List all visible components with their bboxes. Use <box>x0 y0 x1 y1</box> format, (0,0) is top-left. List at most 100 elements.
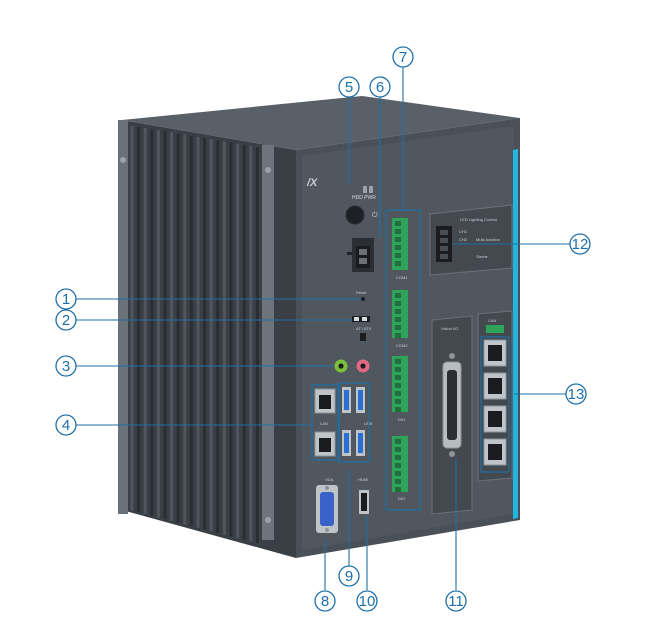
terminal-screw <box>395 399 401 404</box>
callout-6: 6 <box>369 76 391 98</box>
terminal-screw <box>395 479 401 484</box>
vision-io-screw <box>449 353 455 359</box>
callout-2: 2 <box>55 309 77 331</box>
callout-number: 9 <box>345 568 353 585</box>
vga-port-body <box>320 492 334 526</box>
usb-highlight-box <box>338 382 370 463</box>
callout-circle <box>55 288 77 310</box>
callout-number: 5 <box>345 79 353 96</box>
power-button[interactable] <box>345 205 365 225</box>
poe-lan-port-opening <box>488 345 502 361</box>
terminal-screw <box>395 253 401 258</box>
callout-number: 11 <box>448 593 464 610</box>
terminal-screw <box>395 293 401 298</box>
callout-circle <box>314 590 336 612</box>
callout-number: 10 <box>359 593 376 610</box>
terminal-screw <box>395 237 401 242</box>
terminal-screw <box>395 325 401 330</box>
callout-9: 9 <box>338 565 360 587</box>
led-ch1-label: CH1 <box>459 229 468 234</box>
terminal-screw <box>395 391 401 396</box>
terminal-screw <box>395 463 401 468</box>
callout-8: 8 <box>314 590 336 612</box>
vision-io-label: Vision I/O <box>441 326 458 331</box>
power-icon: ⏻ <box>372 211 378 219</box>
side-frame-front <box>262 145 274 540</box>
terminal-screw <box>395 309 401 314</box>
callout-circle <box>338 76 360 98</box>
accent-stripe <box>513 149 518 519</box>
com1-label: COM1 <box>396 275 408 280</box>
callout-10: 10 <box>356 590 378 612</box>
terminal-screw <box>395 367 401 372</box>
power-terminal-screw <box>359 249 367 255</box>
terminal-screw <box>395 317 401 322</box>
usb-port-tongue <box>358 390 363 410</box>
callout-4: 4 <box>55 414 77 436</box>
callout-number: 7 <box>399 49 407 66</box>
led-connector-slot <box>440 254 448 259</box>
dip-switch-lever <box>362 317 367 321</box>
terminal-screw <box>395 375 401 380</box>
terminal-screw <box>395 245 401 250</box>
lan-label: LAN <box>320 421 328 426</box>
callout-circle <box>445 590 467 612</box>
hdmi-port-opening <box>361 493 367 511</box>
terminal-screw <box>395 383 401 388</box>
lan-port-2-opening <box>319 438 331 452</box>
reset-label: Reset <box>356 290 367 295</box>
frame-screw <box>265 167 271 173</box>
led-mode1-label: Multi-function <box>476 237 500 242</box>
callout-number: 13 <box>568 386 585 403</box>
usb-port-tongue <box>344 433 349 453</box>
reset-button[interactable] <box>361 297 365 301</box>
vision-io-screw <box>449 451 455 457</box>
brand-logo: /X <box>306 177 318 189</box>
terminal-screw <box>395 447 401 452</box>
terminal-screw <box>395 221 401 226</box>
terminal-screw <box>395 301 401 306</box>
callout-number: 8 <box>321 593 329 610</box>
usb-port-tongue <box>344 390 349 410</box>
terminal-screw <box>395 407 401 412</box>
callout-number: 12 <box>572 236 589 253</box>
callout-7: 7 <box>392 46 414 68</box>
terminal-screw <box>395 455 401 460</box>
hdd-pwr-label: HDD PWR <box>352 195 376 201</box>
usb-label: USB <box>364 421 373 426</box>
hdd-led <box>363 186 367 193</box>
callout-12: 12 <box>569 233 591 255</box>
callout-1: 1 <box>55 288 77 310</box>
callout-number: 1 <box>62 291 70 308</box>
at-atx-switch[interactable] <box>360 333 366 341</box>
terminal-blocks <box>392 218 408 492</box>
top-face <box>122 96 520 150</box>
poe-lan-port-opening <box>488 378 502 394</box>
callout-circle <box>338 565 360 587</box>
terminal-screw <box>395 487 401 492</box>
dio-label-top: DIO <box>398 417 405 422</box>
callout-11: 11 <box>445 590 467 612</box>
power-terminal-lever <box>347 252 353 255</box>
callout-circle <box>55 414 77 436</box>
lan-port-1-opening <box>319 395 331 409</box>
can-connector <box>486 325 504 333</box>
mic-in-jack-hole <box>360 363 366 369</box>
hdmi-label: HDMI <box>358 477 368 482</box>
dip-switch[interactable] <box>352 316 370 322</box>
com2-label: COM2 <box>396 343 408 348</box>
callout-number: 4 <box>62 417 70 434</box>
terminal-screw <box>395 229 401 234</box>
lan-highlight-box <box>311 384 339 461</box>
terminal-screw <box>395 261 401 266</box>
callout-circle <box>369 76 391 98</box>
heatsink-fins <box>130 125 259 544</box>
led-connector-slot <box>440 230 448 235</box>
vga-screw <box>325 528 329 532</box>
callout-number: 3 <box>62 358 70 375</box>
led-connector-slot <box>440 246 448 251</box>
frame-screw <box>120 157 126 163</box>
pwr-led <box>369 186 373 193</box>
